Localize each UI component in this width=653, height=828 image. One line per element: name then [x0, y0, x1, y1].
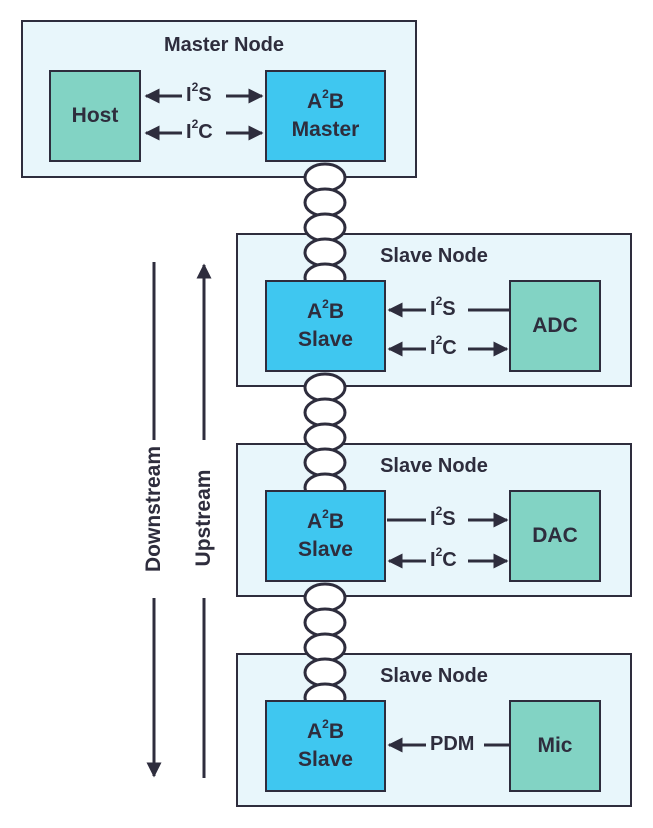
a2b-master-title: A2B	[306, 87, 345, 113]
slave-node-2-title: Slave Node	[380, 455, 488, 477]
a2b-slave-2-role: Slave	[298, 538, 353, 561]
a2b-master-role: Master	[291, 118, 360, 141]
chain-link	[303, 237, 347, 268]
chain-link	[303, 422, 347, 453]
adc-label: ADC	[532, 314, 578, 337]
slave-node-1-title: Slave Node	[380, 245, 488, 267]
slave-1-i2c-label: I2C	[430, 333, 457, 359]
mic-label: Mic	[537, 734, 573, 757]
chain-link	[303, 447, 347, 478]
mic-box: Mic	[509, 700, 601, 792]
host-label: Host	[71, 104, 119, 127]
slave-1-i2s-label: I2S	[430, 294, 456, 320]
upstream-label: Upstream	[192, 469, 215, 567]
a2b-slave-2-title: A2B	[306, 507, 345, 533]
adc-box: ADC	[509, 280, 601, 372]
twisted-pair-chain	[303, 162, 347, 713]
chain-link	[303, 397, 347, 428]
master-i2s-label: I2S	[186, 80, 212, 106]
downstream-label: Downstream	[142, 445, 165, 572]
host-box: Host	[49, 70, 141, 162]
a2b-slave-1-title: A2B	[306, 297, 345, 323]
dac-label: DAC	[532, 524, 578, 547]
master-i2c-label: I2C	[186, 117, 213, 143]
chain-link	[303, 372, 347, 403]
chain-link	[303, 607, 347, 638]
a2b-slave-1-box: A2B Slave	[265, 280, 386, 372]
slave-2-i2c-label: I2C	[430, 545, 457, 571]
a2b-slave-1-role: Slave	[298, 328, 353, 351]
dac-box: DAC	[509, 490, 601, 582]
chain-link	[303, 162, 347, 193]
a2b-slave-3-role: Slave	[298, 748, 353, 771]
chain-link	[303, 632, 347, 663]
chain-link	[303, 657, 347, 688]
a2b-master-box: A2B Master	[265, 70, 386, 162]
a2b-slave-3-box: A2B Slave	[265, 700, 386, 792]
slave-2-i2s-label: I2S	[430, 504, 456, 530]
slave-3-pdm-label: PDM	[430, 733, 475, 755]
a2b-slave-3-title: A2B	[306, 717, 345, 743]
a2b-slave-2-box: A2B Slave	[265, 490, 386, 582]
slave-node-3-title: Slave Node	[380, 665, 488, 687]
chain-link	[303, 187, 347, 218]
chain-link	[303, 212, 347, 243]
chain-link	[303, 582, 347, 613]
master-node-title: Master Node	[163, 34, 285, 56]
